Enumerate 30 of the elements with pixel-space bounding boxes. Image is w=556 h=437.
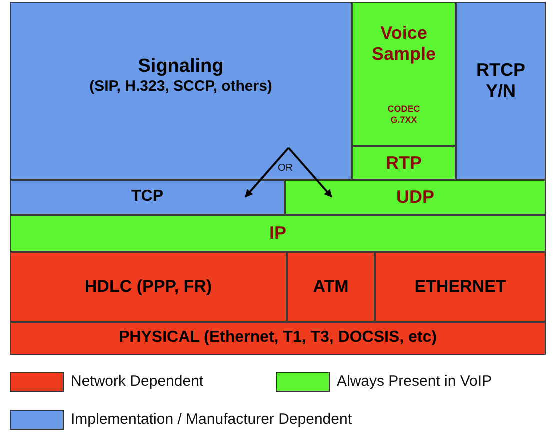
protocol-layer-block — [10, 215, 546, 252]
layer-label: PHYSICAL (Ethernet, T1, T3, DOCSIS, etc) — [119, 329, 437, 348]
protocol-layer-block — [10, 252, 287, 322]
layer-sublabel: (SIP, H.323, SCCP, others) — [90, 78, 272, 96]
layer-label: UDP — [396, 187, 434, 208]
protocol-layer-block — [285, 180, 546, 215]
layer-label: RTCP Y/N — [476, 60, 526, 102]
protocol-layer-block — [456, 2, 546, 180]
legend-label: Network Dependent — [71, 373, 204, 390]
legend-label: Always Present in VoIP — [337, 373, 492, 390]
layer-label: HDLC (PPP, FR) — [84, 277, 212, 297]
protocol-layer-block — [375, 252, 546, 322]
arrow — [288, 147, 332, 198]
choice-label: OR — [278, 163, 293, 174]
layer-label: IP — [269, 223, 286, 244]
protocol-layer-block — [352, 2, 456, 146]
protocol-layer-block — [352, 146, 456, 180]
protocol-layer-block — [10, 322, 546, 355]
protocol-layer-block — [10, 180, 285, 215]
layer-label: RTP — [386, 152, 422, 174]
arrow — [244, 147, 290, 198]
protocol-layer-block — [287, 252, 375, 322]
layer-sublabel: CODEC G.7XX — [386, 104, 422, 126]
layer-label: ETHERNET — [414, 277, 506, 297]
layer-label: ATM — [313, 277, 349, 297]
layer-label: Voice Sample — [370, 22, 438, 64]
layer-label: TCP — [132, 188, 164, 207]
protocol-layer-block — [10, 2, 352, 180]
layer-label: Signaling — [138, 56, 224, 78]
legend-label: Implementation / Manufacturer Dependent — [71, 411, 352, 428]
